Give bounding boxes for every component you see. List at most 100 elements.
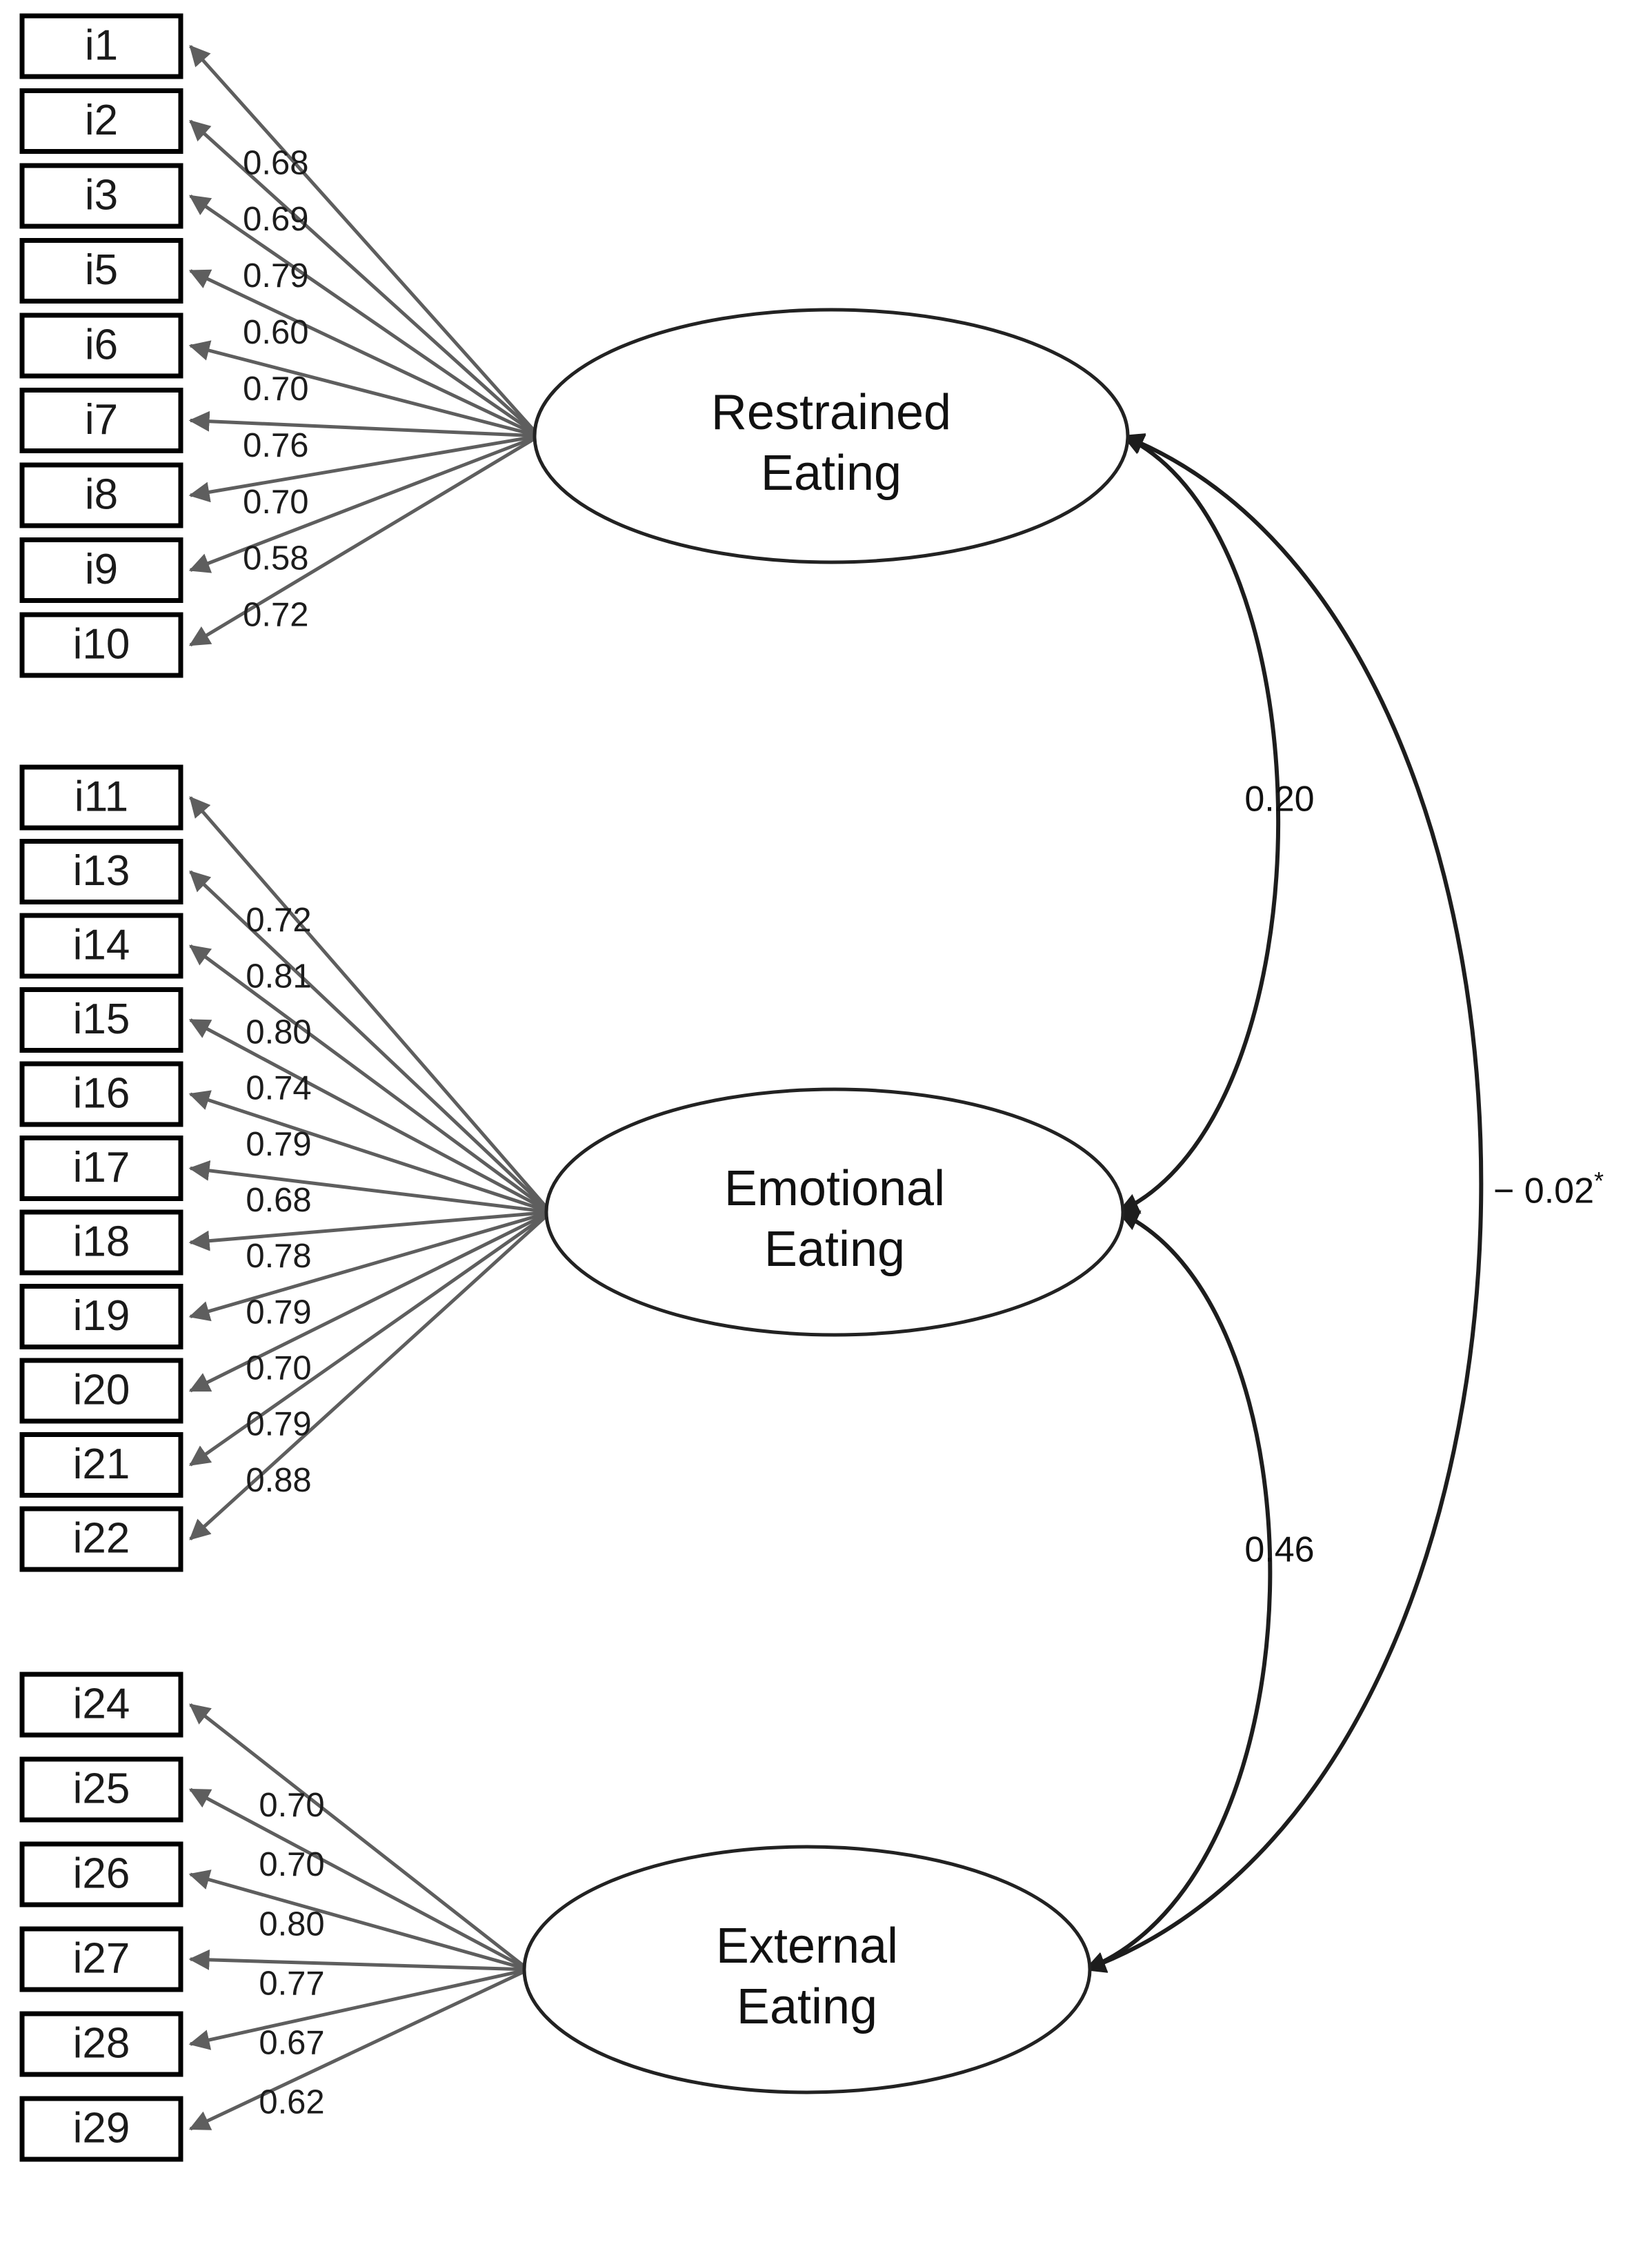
factor-loading-arrow	[189, 870, 553, 1213]
loading-value-label: 0.81	[246, 958, 311, 995]
indicator-box[interactable]: i25	[19, 1756, 183, 1823]
indicator-box-rect	[19, 1284, 183, 1349]
loading-value-label: 0.79	[246, 1126, 311, 1163]
indicator-box-label: i27	[73, 1934, 130, 1982]
factor-loading-arrow	[188, 434, 540, 647]
indicator-box[interactable]: i1	[19, 13, 183, 79]
loading-value-label: 0.77	[259, 1965, 324, 2002]
factor-loading-arrow	[188, 269, 540, 438]
factor-loading-arrow	[188, 1090, 552, 1214]
indicator-box[interactable]: i7	[19, 388, 183, 453]
factor-label-line2: Eating	[737, 1979, 877, 2034]
indicator-box-label: i15	[73, 995, 130, 1043]
indicator-box[interactable]: i28	[19, 2011, 183, 2077]
loading-value-label: 0.70	[259, 1787, 324, 1824]
indicator-box-label: i2	[85, 97, 118, 144]
indicator-box-rect	[19, 1756, 183, 1823]
indicator-box[interactable]: i29	[19, 2096, 183, 2162]
indicator-box[interactable]: i19	[19, 1284, 183, 1349]
correlation-labels-layer: 0.200.46− 0.02*	[1244, 780, 1604, 1570]
loading-value-label: 0.70	[243, 484, 308, 521]
indicator-box-label: i22	[73, 1514, 130, 1562]
indicator-box-label: i13	[73, 847, 130, 895]
loading-value-label: 0.68	[246, 1182, 311, 1219]
indicator-box-rect	[19, 839, 183, 904]
loading-value-label: 0.79	[246, 1406, 311, 1443]
factor-loading-arrow	[188, 1018, 552, 1214]
indicator-box-rect	[19, 913, 183, 979]
indicator-box[interactable]: i3	[19, 163, 183, 229]
indicator-box-label: i1	[85, 21, 118, 69]
indicator-box-label: i20	[73, 1366, 130, 1414]
indicator-box[interactable]: i17	[19, 1136, 183, 1201]
factor-label-line1: Emotional	[724, 1161, 945, 1216]
factor-loading-arrow	[188, 1967, 529, 2050]
indicator-boxes-layer: i1 i2 i3 i5 i6 i7 i8 i9 i10 i11 i13 i14 i15 i16 i17 i18…	[19, 13, 183, 2162]
indicator-box[interactable]: i10	[19, 612, 183, 678]
indicator-box-rect	[19, 1432, 183, 1498]
loading-value-label: 0.72	[243, 597, 308, 634]
indicator-box[interactable]: i26	[19, 1841, 183, 1907]
factor-label-line1: External	[716, 1919, 898, 1974]
loading-value-label: 0.68	[243, 144, 308, 181]
factor-ellipse-shape	[533, 308, 1130, 564]
indicator-box[interactable]: i21	[19, 1432, 183, 1498]
indicator-box-rect	[19, 462, 183, 528]
factor-loading-arrow	[189, 944, 552, 1214]
loading-labels-layer: 0.680.690.790.600.700.760.700.580.720.72…	[243, 144, 325, 2121]
indicator-box[interactable]: i2	[19, 88, 183, 154]
indicator-box[interactable]: i14	[19, 913, 183, 979]
indicator-box-label: i10	[73, 620, 130, 668]
correlation-value-label: − 0.02*	[1493, 1167, 1604, 1211]
indicator-box-label: i26	[73, 1850, 130, 1897]
loading-value-label: 0.62	[259, 2084, 324, 2121]
indicator-box[interactable]: i8	[19, 462, 183, 528]
factor-loading-arrow	[188, 1160, 551, 1214]
indicator-box[interactable]: i22	[19, 1506, 183, 1572]
factor-correlation-arrow	[1084, 1210, 1273, 1972]
indicator-box-rect	[19, 1926, 183, 1992]
indicator-box[interactable]: i20	[19, 1358, 183, 1424]
indicator-box-label: i3	[85, 171, 118, 219]
factor-ellipse-shape	[544, 1087, 1125, 1337]
indicator-box[interactable]: i27	[19, 1926, 183, 1992]
indicator-box[interactable]: i24	[19, 1672, 183, 1738]
indicator-box[interactable]: i6	[19, 313, 183, 379]
indicator-box[interactable]: i16	[19, 1061, 183, 1127]
factor-loading-arrow	[188, 1787, 530, 1972]
indicator-box[interactable]: i11	[19, 764, 183, 831]
factor-loading-arrow	[189, 1211, 552, 1540]
indicator-box-label: i28	[73, 2019, 130, 2067]
indicator-box-rect	[19, 987, 183, 1053]
indicator-box[interactable]: i9	[19, 537, 183, 603]
indicator-box-label: i8	[85, 470, 118, 518]
loading-value-label: 0.80	[259, 1905, 324, 1943]
indicator-box-label: i7	[85, 396, 118, 444]
indicator-box-label: i16	[73, 1069, 130, 1117]
indicator-box[interactable]: i5	[19, 238, 183, 304]
factor-loading-arrow	[188, 340, 540, 438]
factor-label-line2: Eating	[761, 446, 902, 501]
indicator-box-rect	[19, 238, 183, 304]
indicator-box[interactable]: i15	[19, 987, 183, 1053]
factor-loading-arrow	[189, 1703, 530, 1971]
indicator-box-rect	[19, 1061, 183, 1127]
indicator-box-rect	[19, 88, 183, 154]
loading-value-label: 0.79	[246, 1293, 311, 1331]
factor-loading-arrow	[189, 796, 553, 1213]
indicator-box-rect	[19, 13, 183, 79]
correlation-arrows-layer	[1084, 433, 1484, 1973]
indicator-box-rect	[19, 1358, 183, 1424]
indicator-box-label: i21	[73, 1440, 130, 1488]
indicator-box-label: i19	[73, 1292, 130, 1340]
loading-value-label: 0.69	[243, 201, 308, 238]
loading-value-label: 0.70	[243, 370, 308, 408]
indicator-box-label: i11	[74, 773, 128, 820]
correlation-value-label: 0.20	[1244, 780, 1314, 820]
indicator-box[interactable]: i13	[19, 839, 183, 904]
indicator-box[interactable]: i18	[19, 1209, 183, 1276]
